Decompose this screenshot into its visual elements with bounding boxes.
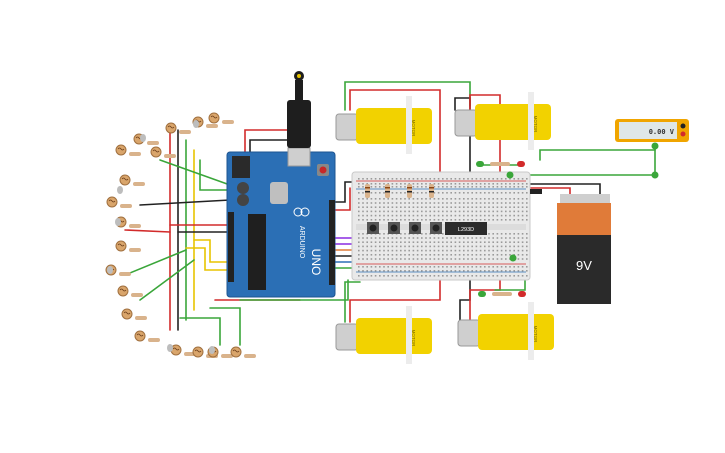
arduino-brand-label: ARDUINO — [298, 226, 305, 259]
resistor-icon — [148, 338, 160, 342]
led-icon[interactable] — [476, 161, 484, 167]
resistor-icon — [365, 184, 370, 198]
resistor-icon — [221, 354, 233, 358]
led-icon[interactable] — [115, 218, 121, 226]
pushbutton-icon[interactable] — [430, 222, 442, 234]
breadboard-holes — [358, 178, 528, 277]
motor-label: MOTOR — [411, 120, 416, 137]
resistor-icon — [120, 204, 132, 208]
motor-top-left[interactable]: MOTOR — [335, 96, 432, 154]
led-icon[interactable] — [117, 186, 123, 194]
probe-node — [651, 142, 659, 150]
probe-node — [651, 171, 659, 179]
resistor-icon — [490, 162, 510, 166]
multimeter[interactable]: 0.00 V — [615, 119, 689, 142]
arduino-board[interactable]: ARDUINO UNO — [226, 151, 336, 298]
battery[interactable]: 9V — [530, 189, 611, 304]
led-icon[interactable] — [107, 266, 113, 274]
breadboard-resistors — [365, 184, 434, 198]
led-icon[interactable] — [209, 346, 215, 354]
resistor-icon — [385, 184, 390, 198]
resistor-icon — [179, 130, 191, 134]
photoresistor-icon[interactable] — [165, 122, 177, 134]
resistor-icon — [407, 184, 412, 198]
motor-bottom-right[interactable]: MOTOR — [457, 302, 554, 360]
resistor-icon — [129, 152, 141, 156]
led-icon[interactable] — [193, 120, 199, 128]
motor-label: MOTOR — [411, 330, 416, 347]
probe-node — [509, 254, 517, 262]
multimeter-reading: 0.00 V — [649, 128, 675, 136]
photoresistor-icon[interactable] — [134, 330, 146, 342]
usb-plug-icon[interactable] — [287, 71, 311, 167]
photoresistor-icon[interactable] — [106, 196, 118, 208]
arduino-model-label: UNO — [309, 249, 323, 276]
photoresistor-icon[interactable] — [230, 346, 242, 358]
photoresistor-icon[interactable] — [150, 146, 162, 158]
resistor-icon — [129, 248, 141, 252]
pushbutton-icon[interactable] — [409, 222, 421, 234]
photoresistor-icon[interactable] — [115, 240, 127, 252]
motor-label: MOTOR — [533, 326, 538, 343]
motor-label: MOTOR — [533, 116, 538, 133]
motor-top-right[interactable]: MOTOR — [454, 92, 551, 150]
pushbutton-group — [367, 222, 442, 234]
motor-bottom-left[interactable]: MOTOR — [335, 306, 432, 364]
resistor-icon — [119, 272, 131, 276]
led-icon[interactable] — [140, 134, 146, 142]
resistor-icon — [222, 120, 234, 124]
pushbutton-icon[interactable] — [388, 222, 400, 234]
pushbutton-icon[interactable] — [367, 222, 379, 234]
photoresistor-icon[interactable] — [192, 346, 204, 358]
photoresistor-icon[interactable] — [119, 174, 131, 186]
led-icon[interactable] — [517, 161, 525, 167]
led-icon[interactable] — [518, 291, 526, 297]
resistor-icon — [429, 184, 434, 198]
led-icon[interactable] — [478, 291, 486, 297]
photoresistor-icon[interactable] — [208, 112, 220, 124]
resistor-icon — [164, 154, 176, 158]
driver-chip[interactable]: L293D — [445, 222, 487, 235]
led-icon[interactable] — [167, 344, 173, 352]
resistor-icon — [492, 292, 512, 296]
battery-label: 9V — [576, 258, 592, 273]
photoresistor-icon[interactable] — [115, 144, 127, 156]
photoresistor-icon[interactable] — [121, 308, 133, 320]
photoresistor-icon[interactable] — [117, 285, 129, 297]
resistor-icon — [206, 124, 218, 128]
sensor-array — [105, 112, 256, 358]
driver-chip-label: L293D — [458, 227, 474, 233]
resistor-icon — [133, 182, 145, 186]
resistor-icon — [135, 316, 147, 320]
resistor-icon — [129, 224, 141, 228]
probe-node — [506, 171, 514, 179]
resistor-icon — [244, 354, 256, 358]
resistor-icon — [147, 141, 159, 145]
resistor-icon — [131, 293, 143, 297]
